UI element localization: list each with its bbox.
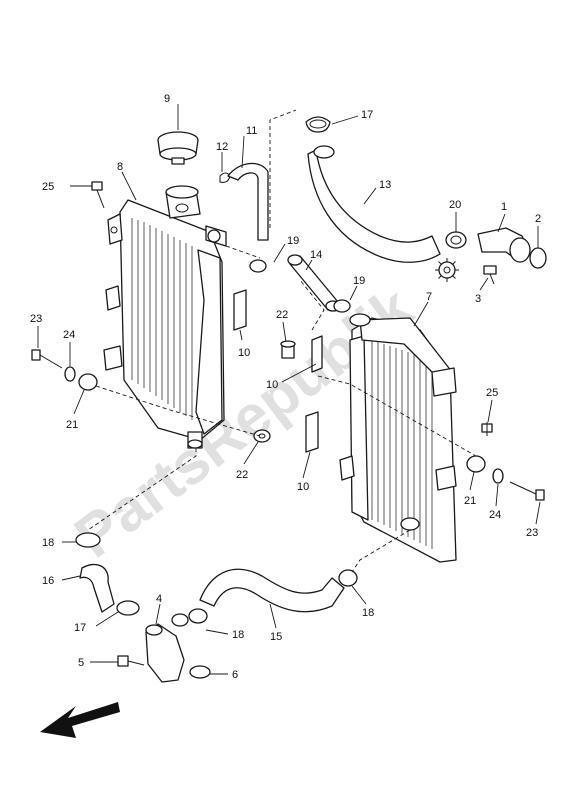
- callout-label: 23: [30, 313, 42, 325]
- callout-label: 10: [266, 379, 278, 391]
- callout-label: 11: [246, 125, 257, 137]
- callout-label: 24: [63, 329, 75, 341]
- callout-label: 20: [449, 199, 461, 211]
- hose-clamp-18-mid: [188, 608, 208, 624]
- callout-label: 24: [489, 509, 501, 521]
- collar-22-upper: [280, 340, 296, 359]
- callout-label: 8: [117, 161, 123, 173]
- grommet-21-left: [78, 373, 98, 391]
- hose-clamp-20: [445, 231, 467, 249]
- assembly-line: [351, 529, 411, 573]
- bolt-25-left: [91, 181, 105, 209]
- assembly-line: [269, 109, 297, 228]
- assembly-line: [317, 375, 477, 457]
- bolt-5: [117, 655, 145, 667]
- callout-label: 16: [42, 575, 54, 587]
- callout-label: 1: [501, 201, 507, 213]
- assembly-line: [87, 448, 197, 531]
- left-radiator: [103, 185, 227, 449]
- gear-icon: [435, 258, 459, 282]
- assembly-line: [299, 279, 325, 331]
- callout-label: 2: [535, 213, 541, 225]
- hose-clamp-17-lower: [116, 600, 140, 616]
- callout-label: 6: [232, 669, 238, 681]
- hose-clamp-19-lower: [333, 299, 351, 313]
- lower-radiator-hose: [199, 568, 345, 613]
- callout-label: 25: [42, 181, 54, 193]
- callout-label: 19: [353, 275, 365, 287]
- o-ring-2: [529, 247, 547, 269]
- callout-label: 10: [297, 481, 309, 493]
- hose-clamp-19-upper: [249, 259, 267, 273]
- callout-label: 25: [486, 387, 498, 399]
- breather-hose: [227, 162, 269, 241]
- upper-radiator-hose: [307, 149, 441, 263]
- callout-label: 3: [475, 293, 481, 305]
- water-pipe-4: [145, 623, 185, 683]
- callout-label: 22: [276, 309, 288, 321]
- callout-label: 21: [464, 495, 476, 507]
- hose-clamp-18-right: [338, 569, 358, 587]
- damper-10-b: [311, 335, 323, 373]
- callout-label: 18: [42, 537, 54, 549]
- washer-24-left: [64, 366, 76, 382]
- callout-label: 9: [164, 93, 170, 105]
- grommet-21-right: [466, 455, 486, 473]
- o-ring-6: [189, 665, 211, 679]
- callout-label: 18: [232, 629, 244, 641]
- callout-label: 21: [66, 419, 78, 431]
- right-radiator: [339, 313, 457, 563]
- collar-22-lower: [253, 429, 271, 443]
- hose-clamp-18-left: [75, 532, 101, 548]
- callout-label: 10: [238, 347, 250, 359]
- callout-label: 19: [287, 235, 299, 247]
- leader-lines: [37, 104, 541, 675]
- lower-hose-16: [79, 563, 115, 613]
- washer-24-right: [492, 468, 504, 484]
- assembly-line: [225, 245, 261, 259]
- callout-label: 17: [74, 622, 86, 634]
- arrow-front-left-icon: [40, 702, 120, 738]
- bolt-23-left: [31, 349, 63, 369]
- radiator-cap: [157, 131, 199, 165]
- callout-label: 17: [361, 109, 373, 121]
- bolt-25-right: [481, 422, 493, 436]
- callout-label: 13: [379, 179, 391, 191]
- assembly-line: [95, 385, 261, 437]
- callout-numbers: 1 2 3 4 5 6 7 8 9 10 10 10 11 12 13 14 1…: [30, 93, 541, 681]
- callout-label: 18: [362, 607, 374, 619]
- callout-label: 5: [78, 657, 84, 669]
- callout-label: 23: [526, 527, 538, 539]
- damper-10-a: [233, 289, 247, 331]
- bolt-3: [483, 265, 497, 285]
- bolt-23-right: [509, 481, 545, 501]
- damper-10-c: [305, 411, 319, 453]
- callout-label: 14: [310, 249, 322, 261]
- callout-label: 15: [270, 631, 282, 643]
- callout-label: 12: [216, 141, 228, 153]
- callout-label: 7: [426, 291, 432, 303]
- callout-label: 4: [156, 593, 162, 605]
- hose-clamp-17-upper: [305, 116, 331, 133]
- callout-label: 22: [236, 469, 248, 481]
